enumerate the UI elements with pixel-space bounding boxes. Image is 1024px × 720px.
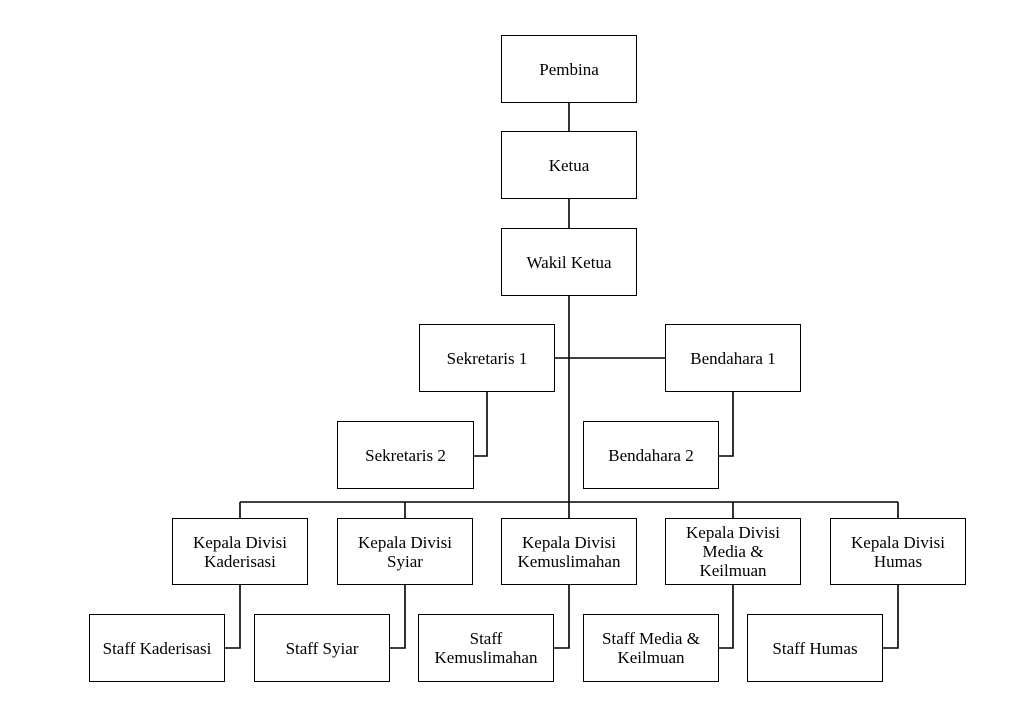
connector-media-staff <box>719 584 734 649</box>
connector-bendahara-1-2 <box>719 392 734 457</box>
staff-syiar: Staff Syiar <box>254 614 390 682</box>
sekretaris-2-box: Sekretaris 2 <box>337 421 474 489</box>
connector-humas-staff <box>883 584 899 649</box>
pembina-box: Pembina <box>501 35 637 103</box>
staff-kaderisasi: Staff Kaderisasi <box>89 614 225 682</box>
staff-humas: Staff Humas <box>747 614 883 682</box>
division-head-media-keilmuan: Kepala Divisi Media & Keilmuan <box>665 518 801 585</box>
connector-sekretaris-1-2 <box>474 392 488 457</box>
wakil-ketua-box: Wakil Ketua <box>501 228 637 296</box>
sekretaris-1-box: Sekretaris 1 <box>419 324 555 392</box>
connector-kaderisasi-staff <box>225 584 241 649</box>
division-head-humas: Kepala Divisi Humas <box>830 518 966 585</box>
staff-kemuslimahan: Staff Kemuslimahan <box>418 614 554 682</box>
connector-syiar-staff <box>389 584 406 649</box>
connector-kemuslimahan-staff <box>554 584 570 649</box>
ketua-box: Ketua <box>501 131 637 199</box>
division-head-syiar: Kepala Divisi Syiar <box>337 518 473 585</box>
division-head-kemuslimahan: Kepala Divisi Kemuslimahan <box>501 518 637 585</box>
bendahara-2-box: Bendahara 2 <box>583 421 719 489</box>
bendahara-1-box: Bendahara 1 <box>665 324 801 392</box>
staff-media-keilmuan: Staff Media & Keilmuan <box>583 614 719 682</box>
division-head-kaderisasi: Kepala Divisi Kaderisasi <box>172 518 308 585</box>
